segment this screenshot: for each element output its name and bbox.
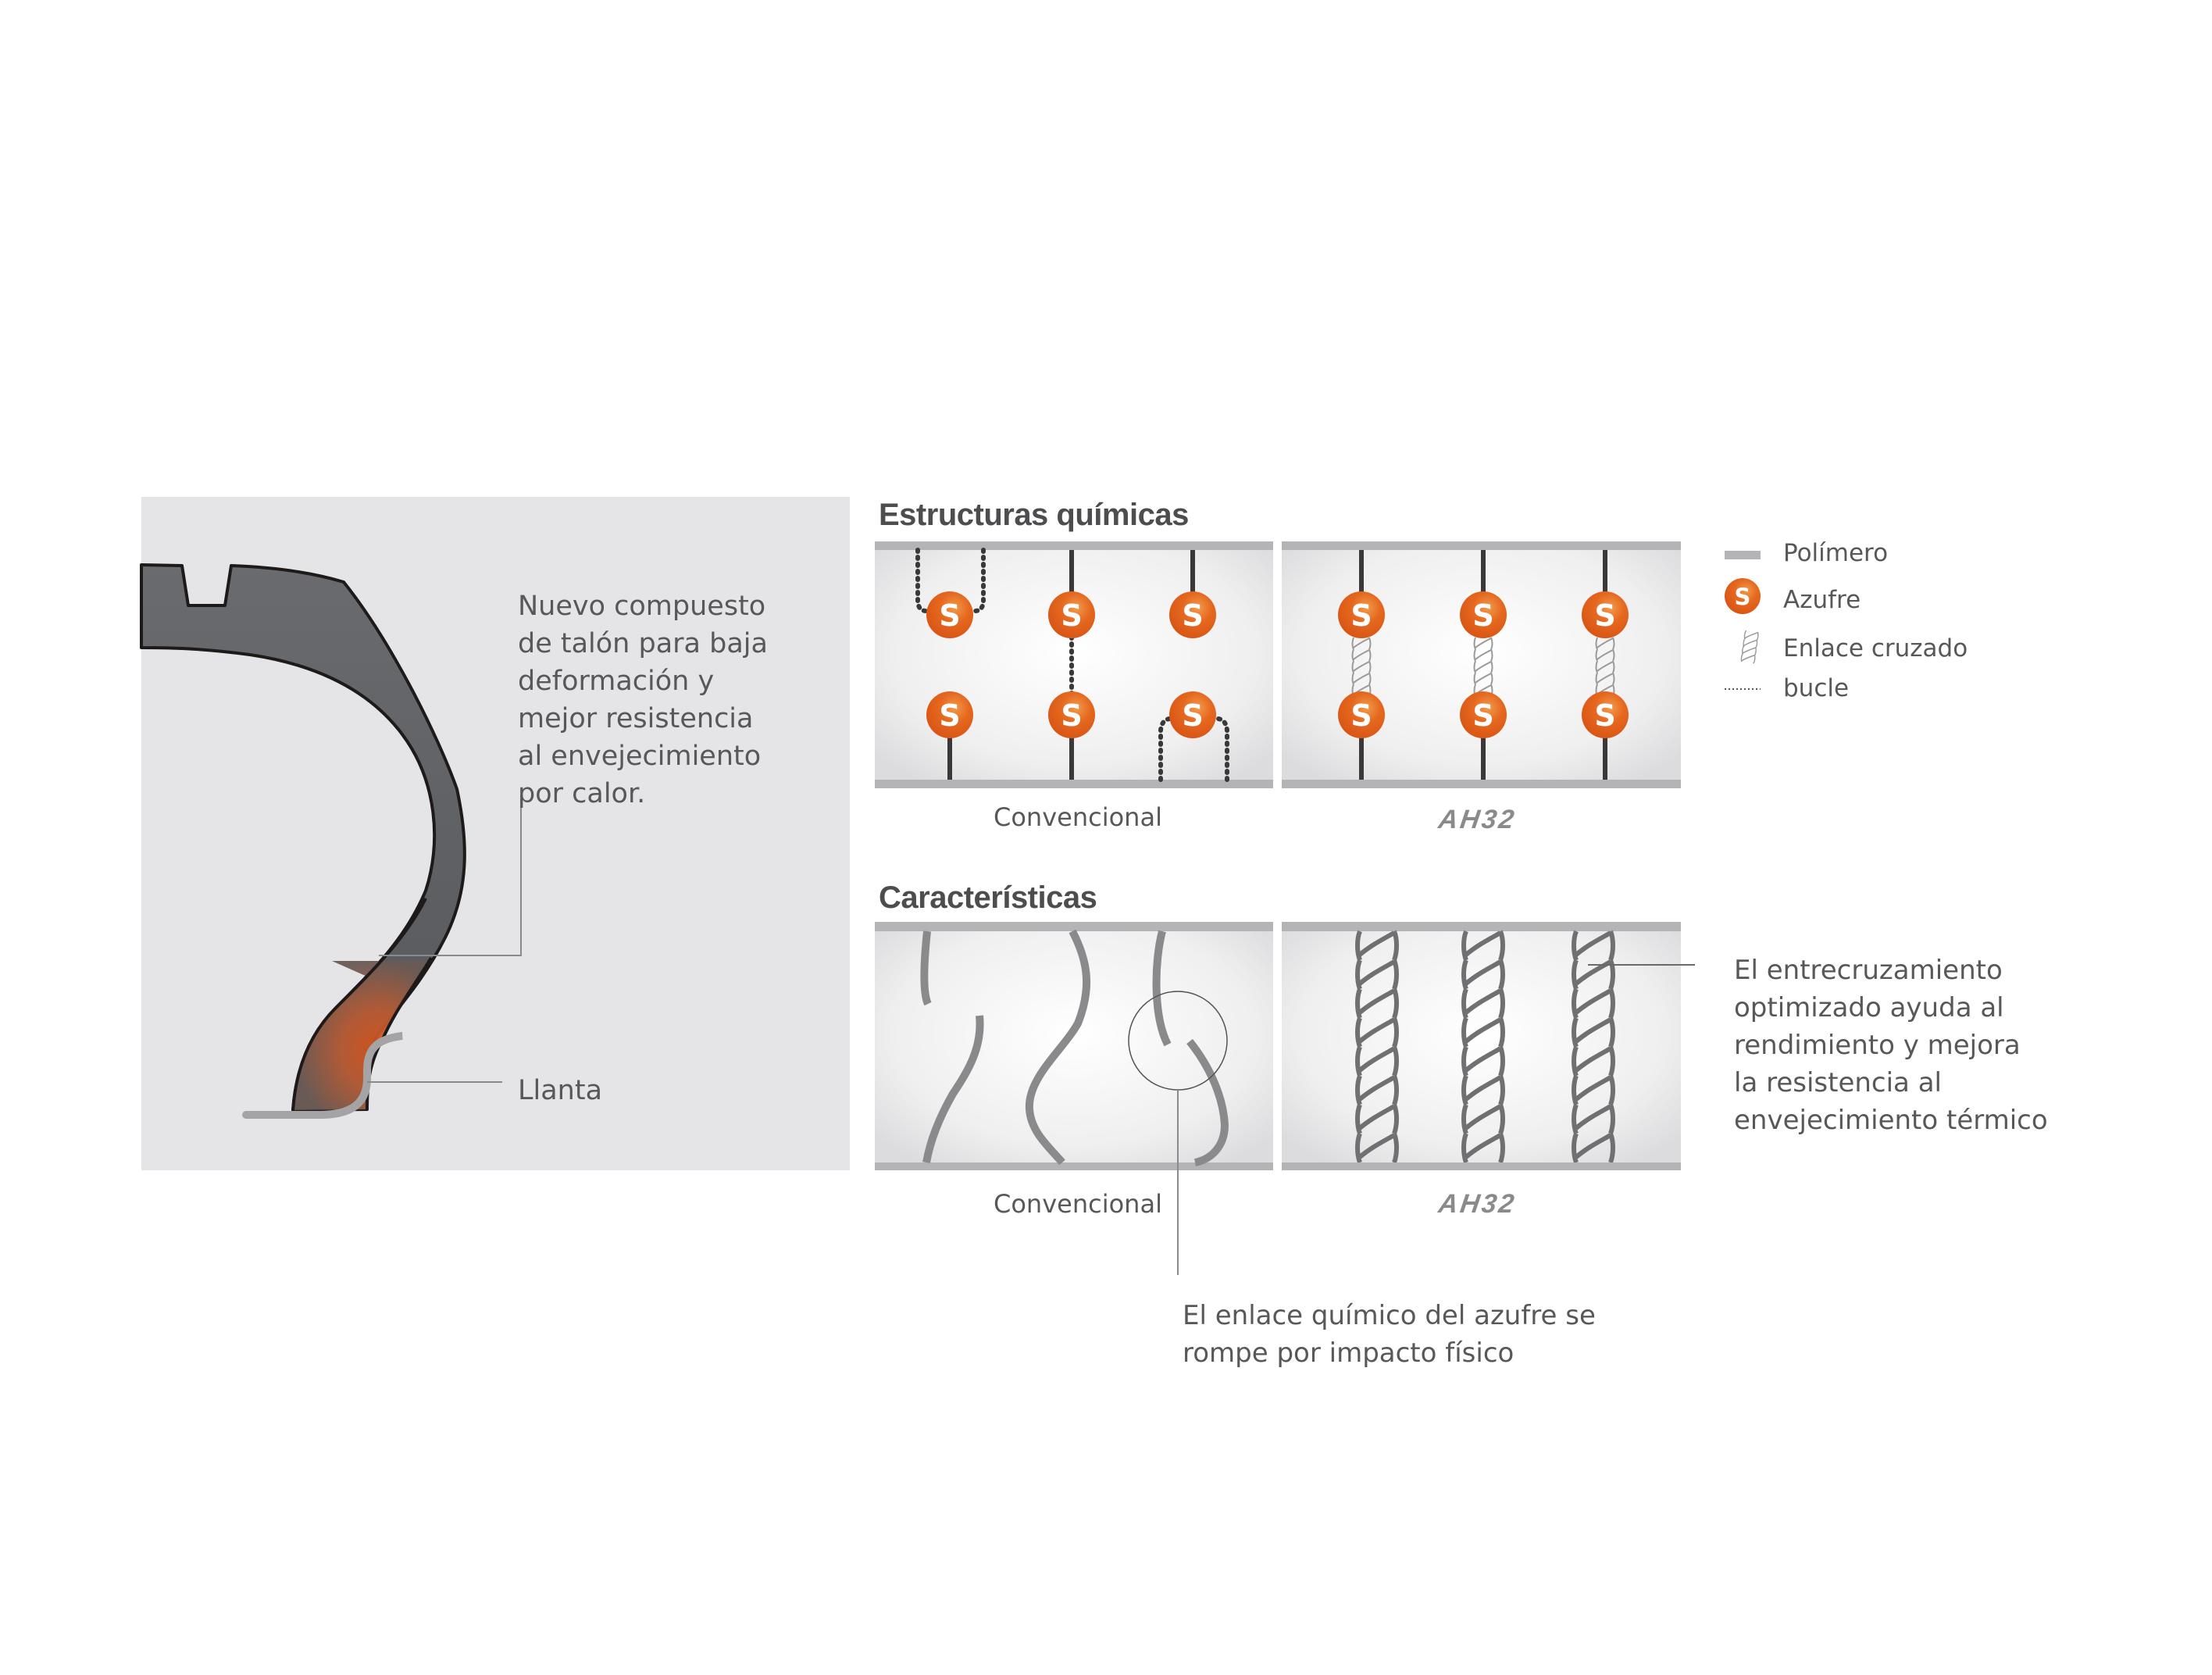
sulfur-ball-icon: S — [1048, 691, 1095, 738]
svg-text:S: S — [939, 598, 960, 633]
sulfur-ball-icon: S — [1169, 691, 1216, 738]
sulfur-ball-icon: S — [1048, 591, 1095, 638]
svg-text:S: S — [1061, 598, 1082, 633]
svg-text:S: S — [1472, 598, 1493, 633]
cross-link-icon — [1740, 630, 1760, 665]
rim-icon — [242, 1032, 405, 1119]
characteristics-title: Características — [879, 880, 1097, 915]
sulfur-ball-icon: S — [926, 591, 973, 638]
svg-text:S: S — [1735, 584, 1751, 610]
svg-text:S: S — [1350, 598, 1372, 633]
chemical-ah32-label: AH32 — [1436, 805, 1518, 834]
svg-text:S: S — [1472, 698, 1493, 733]
chemical-conventional-panel: S S S S S S — [875, 541, 1273, 788]
characteristics-ah32-panel — [1282, 922, 1695, 1170]
rim-label: Llanta — [518, 1075, 603, 1106]
sulfur-ball-icon: S — [1338, 591, 1385, 638]
chemical-ah32-panel: S S S S S S — [1282, 541, 1681, 788]
svg-text:S: S — [939, 698, 960, 733]
characteristics-conventional-label: Convencional — [994, 1189, 1162, 1219]
sulfur-ball-icon: S — [926, 691, 973, 738]
legend-polymer-label: Polímero — [1783, 539, 1889, 567]
sulfur-ball-icon: S — [1460, 691, 1507, 738]
legend-cross-link-label: Enlace cruzado — [1783, 634, 1968, 662]
svg-text:S: S — [1061, 698, 1082, 733]
tire-illustration — [140, 563, 522, 1119]
sulfur-break-annotation: El enlace químico del azufre se rompe po… — [1183, 1300, 1596, 1369]
characteristics-conventional-panel — [875, 922, 1273, 1275]
crosslink-benefit-annotation: El entrecruzamiento optimizado ayuda al … — [1734, 955, 2048, 1136]
svg-text:S: S — [1182, 598, 1203, 633]
sulfur-ball-icon: S — [1460, 591, 1507, 638]
characteristics-ah32-label: AH32 — [1436, 1189, 1518, 1219]
sulfur-ball-icon: S — [1169, 591, 1216, 638]
svg-text:S: S — [1594, 598, 1615, 633]
sulfur-ball-icon: S — [1582, 591, 1629, 638]
sulfur-ball-icon: S — [1582, 691, 1629, 738]
svg-text:S: S — [1182, 698, 1203, 733]
svg-text:S: S — [1594, 698, 1615, 733]
svg-text:S: S — [1350, 698, 1372, 733]
sulfur-ball-icon: S — [1338, 691, 1385, 738]
sulfur-ball-icon: S — [1725, 578, 1761, 614]
polymer-bar-icon — [1725, 551, 1761, 559]
legend-loop-label: bucle — [1783, 674, 1850, 702]
legend-icons: S — [1725, 551, 1761, 690]
bead-compound-description: Nuevo compuesto de talón para baja defor… — [518, 591, 768, 809]
chemical-structures-title: Estructuras químicas — [879, 498, 1189, 532]
chemical-conventional-label: Convencional — [994, 802, 1162, 832]
legend-sulfur-label: Azufre — [1783, 586, 1861, 614]
